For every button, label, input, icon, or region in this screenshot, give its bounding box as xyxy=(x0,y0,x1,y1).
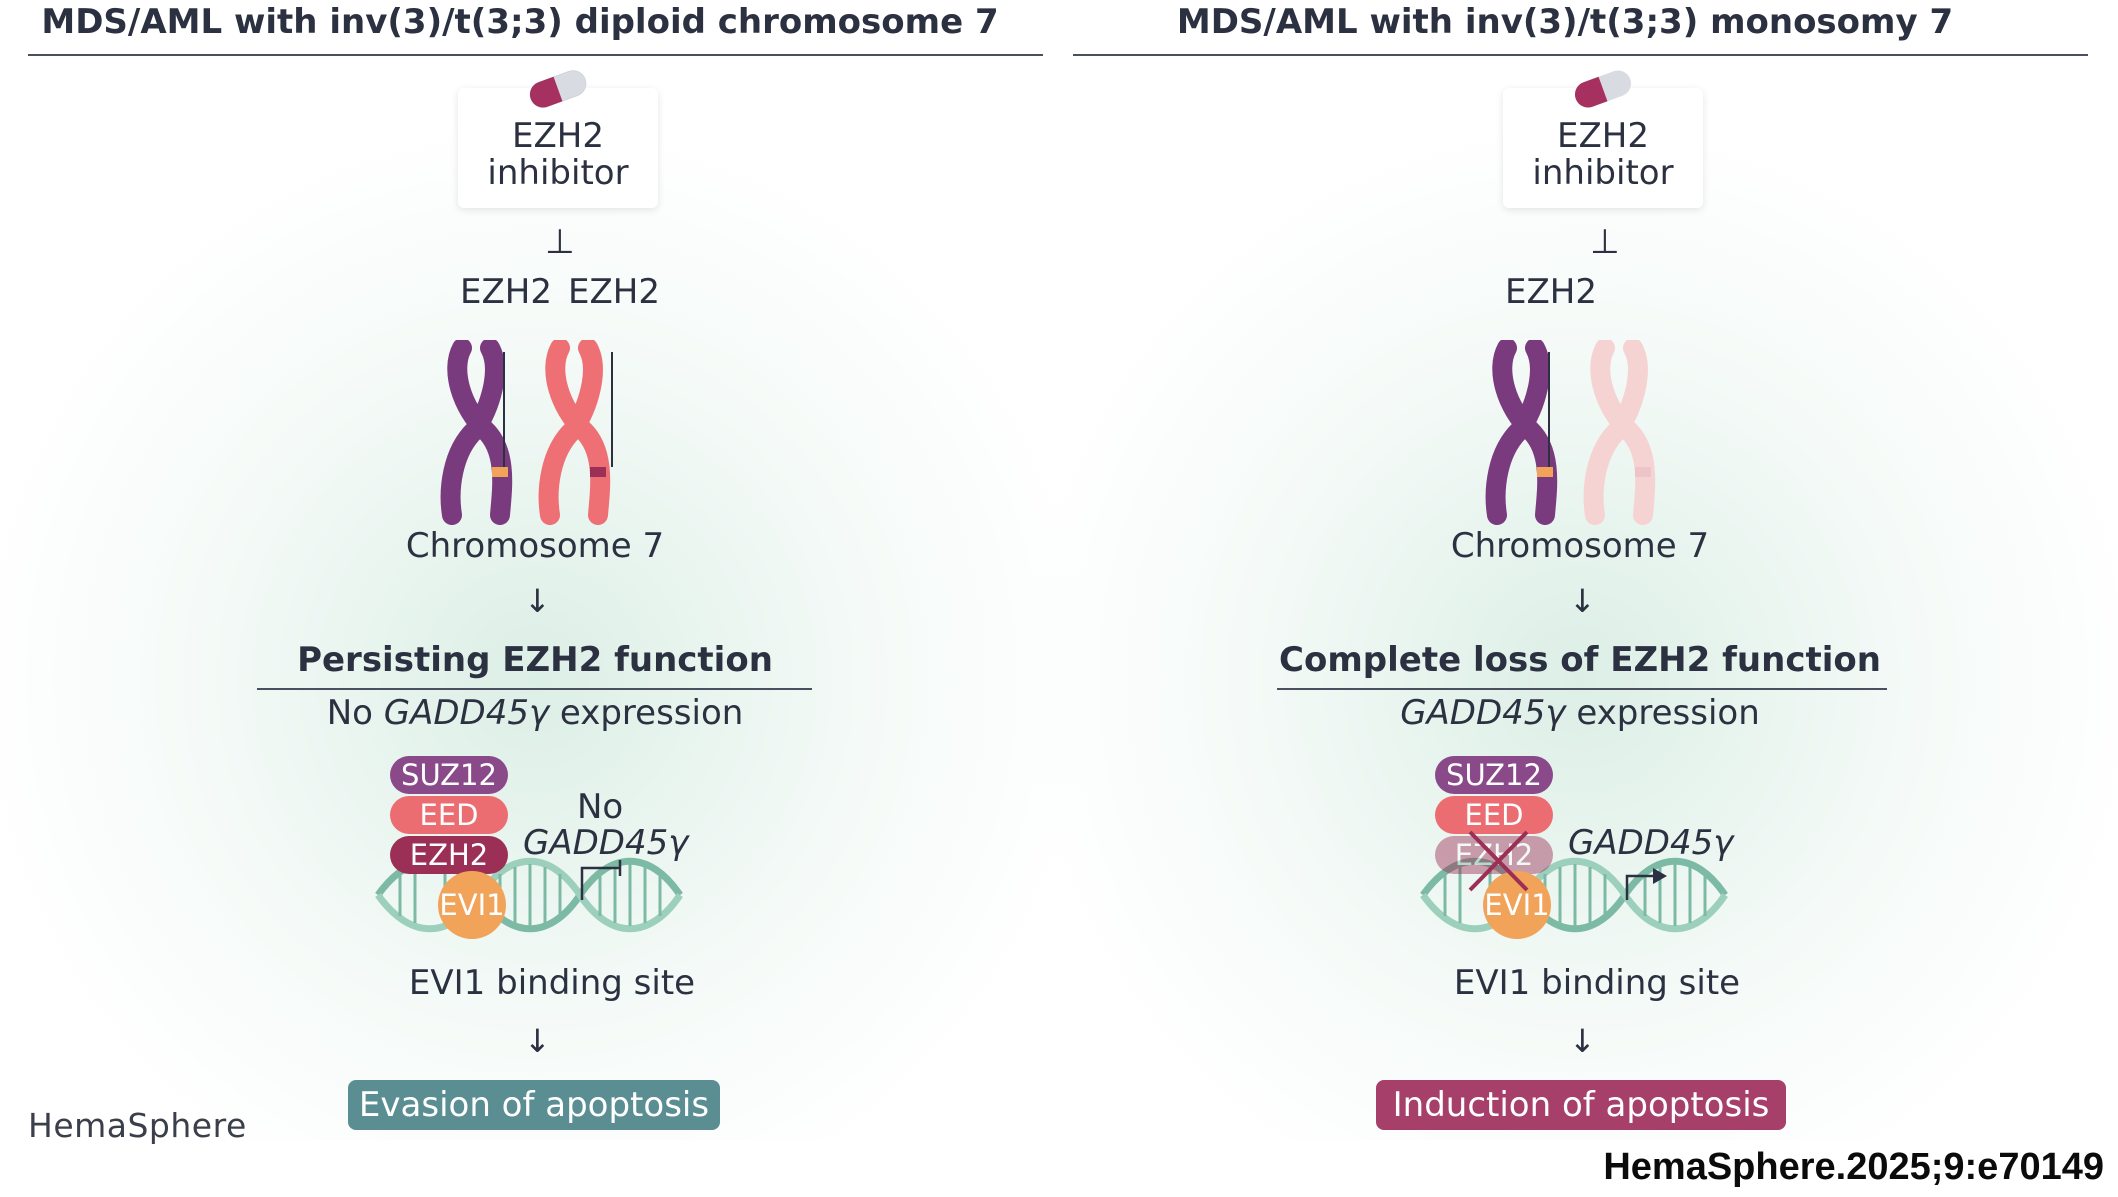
chromosome-pair xyxy=(1485,340,1656,525)
left-panel-title: MDS/AML with inv(3)/t(3;3) diploid chrom… xyxy=(41,2,999,42)
ezh2-inhibitor-box: EZH2 inhibitor xyxy=(458,70,658,208)
expression-label: GADD45γ expression xyxy=(1230,693,1930,733)
eed-subunit: EED xyxy=(390,796,508,834)
suz12-subunit: SUZ12 xyxy=(1435,756,1553,794)
left-title-divider xyxy=(28,54,1043,56)
evi1-label: EVI1 xyxy=(439,888,504,922)
chromosome-purple xyxy=(440,340,513,525)
repressed-promoter-icon xyxy=(580,860,622,900)
expression-suffix: expression xyxy=(1565,693,1760,733)
arrow-down-icon: ↓ xyxy=(1569,1022,1596,1060)
prc2-complex: SUZ12 EED EZH2 EVI1 xyxy=(375,756,683,939)
arrow-down-icon: ↓ xyxy=(1569,582,1596,620)
ezh2-subunit: EZH2 xyxy=(390,836,508,874)
ezh2-gene-label-a: EZH2 xyxy=(460,272,552,312)
evi1-label: EVI1 xyxy=(1484,888,1549,922)
drug-label: EZH2 inhibitor xyxy=(458,118,658,192)
suz12-label: SUZ12 xyxy=(1446,758,1542,792)
status-divider xyxy=(257,688,812,690)
cross-mark-icon xyxy=(1468,830,1529,892)
drug-name: EZH2 xyxy=(1557,116,1649,156)
citation: HemaSphere.2025;9:e70149 xyxy=(1603,1146,2104,1188)
status-title: Persisting EZH2 function xyxy=(297,640,773,680)
prc2-complex: SUZ12 EED EZH2 EVI1 xyxy=(1420,756,1728,939)
gene-no-label: No xyxy=(577,787,624,827)
evi1-protein: EVI1 xyxy=(438,871,506,939)
drug-name: EZH2 xyxy=(512,116,604,156)
status-title: Complete loss of EZH2 function xyxy=(1279,640,1881,680)
transcription-arrow-icon xyxy=(1625,868,1667,900)
drug-class: inhibitor xyxy=(1532,153,1674,193)
ezh2-gene-label-b: EZH2 xyxy=(568,272,660,312)
suz12-subunit: SUZ12 xyxy=(390,756,508,794)
right-panel: MDS/AML with inv(3)/t(3;3) monosomy 7 EZ… xyxy=(1045,0,2088,1197)
brand-logo: HemaSphere xyxy=(28,1106,247,1145)
arrow-down-icon: ↓ xyxy=(524,1022,551,1060)
suz12-label: SUZ12 xyxy=(401,758,497,792)
expression-gene: GADD45γ xyxy=(1400,693,1566,733)
status-divider xyxy=(1277,688,1887,690)
binding-site-label: EVI1 binding site xyxy=(408,963,696,1003)
right-title-divider xyxy=(1073,54,2088,56)
gene-name-label: GADD45γ xyxy=(1568,823,1734,863)
drug-label: EZH2 inhibitor xyxy=(1503,118,1703,192)
gene-name-label: GADD45γ xyxy=(523,823,689,863)
pill-icon xyxy=(1574,70,1632,108)
binding-site-label: EVI1 binding site xyxy=(1453,963,1741,1003)
pill-icon xyxy=(529,70,587,108)
chromosome-pair xyxy=(440,340,613,525)
eed-label: EED xyxy=(420,798,479,832)
arrow-down-icon: ↓ xyxy=(524,582,551,620)
chromosome-label: Chromosome 7 xyxy=(1450,526,1710,566)
outcome-evasion-of-apoptosis: Evasion of apoptosis xyxy=(348,1080,720,1130)
ezh2-inhibitor-box: EZH2 inhibitor xyxy=(1503,70,1703,208)
drug-class: inhibitor xyxy=(487,153,629,193)
expression-suffix: expression xyxy=(549,693,744,733)
inhibition-icon: ⊥ xyxy=(1590,222,1620,262)
ezh2-label: EZH2 xyxy=(410,838,488,872)
eed-label: EED xyxy=(1465,798,1524,832)
expression-gene: GADD45γ xyxy=(383,693,550,733)
evi1-protein: EVI1 xyxy=(1483,871,1551,939)
expression-prefix: No xyxy=(326,693,384,733)
chromosome-purple xyxy=(1485,340,1558,525)
right-panel-title: MDS/AML with inv(3)/t(3;3) monosomy 7 xyxy=(1176,2,1954,42)
chromosome-lost-faded xyxy=(1583,340,1656,525)
background-glow xyxy=(0,40,2118,1140)
expression-label: No GADD45γ expression xyxy=(185,693,885,733)
left-panel: MDS/AML with inv(3)/t(3;3) diploid chrom… xyxy=(0,0,1043,1197)
inhibition-icon: ⊥ xyxy=(545,222,575,262)
eed-subunit: EED xyxy=(1435,796,1553,834)
outcome-induction-of-apoptosis: Induction of apoptosis xyxy=(1376,1080,1786,1130)
chromosome-label: Chromosome 7 xyxy=(405,526,665,566)
chromosome-salmon xyxy=(538,340,613,525)
ezh2-gene-label: EZH2 xyxy=(1505,272,1597,312)
